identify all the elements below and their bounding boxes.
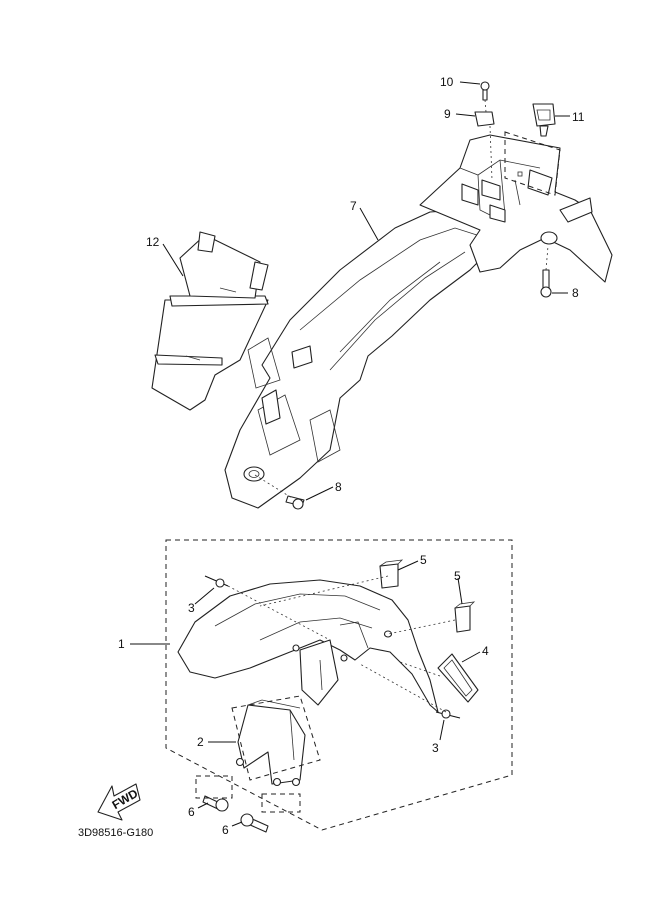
leader-lines <box>130 81 570 827</box>
guide-lines <box>227 99 549 713</box>
rivet-3 <box>204 575 461 719</box>
callout-6-upper: 6 <box>188 805 195 819</box>
front-fender-1 <box>177 579 439 713</box>
callout-1: 1 <box>118 637 125 651</box>
rear-frame-bracket <box>419 134 613 283</box>
bolt-8 <box>285 269 552 510</box>
callout-2: 2 <box>197 735 204 749</box>
fwd-arrow-icon: FWD <box>97 783 141 821</box>
callout-9: 9 <box>444 107 451 121</box>
small-parts-9-10-11 <box>474 81 556 137</box>
fender-stay-2 <box>235 699 306 787</box>
callout-3-right: 3 <box>432 741 439 755</box>
callout-labels: 10 9 11 7 12 8 8 5 5 3 1 4 2 3 6 6 <box>118 75 585 837</box>
callout-4: 4 <box>482 644 489 658</box>
callout-6-lower: 6 <box>222 823 229 837</box>
reflector-4 <box>437 653 479 703</box>
callout-3-left: 3 <box>188 601 195 615</box>
dashed-kit-outline <box>165 131 561 831</box>
callout-5-left: 5 <box>420 553 427 567</box>
callout-12: 12 <box>146 235 160 249</box>
callout-5-right: 5 <box>454 569 461 583</box>
rear-fender-7 <box>224 209 496 509</box>
diagram-code: 3D98516-G180 <box>78 827 153 839</box>
damper-5 <box>379 559 476 633</box>
callout-10: 10 <box>440 75 454 89</box>
bolt-6 <box>202 795 269 833</box>
mudflap-12 <box>151 231 269 411</box>
callout-7: 7 <box>350 199 357 213</box>
callout-11: 11 <box>572 110 585 124</box>
callout-8-lower: 8 <box>335 480 342 494</box>
callout-8-upper: 8 <box>572 286 579 300</box>
